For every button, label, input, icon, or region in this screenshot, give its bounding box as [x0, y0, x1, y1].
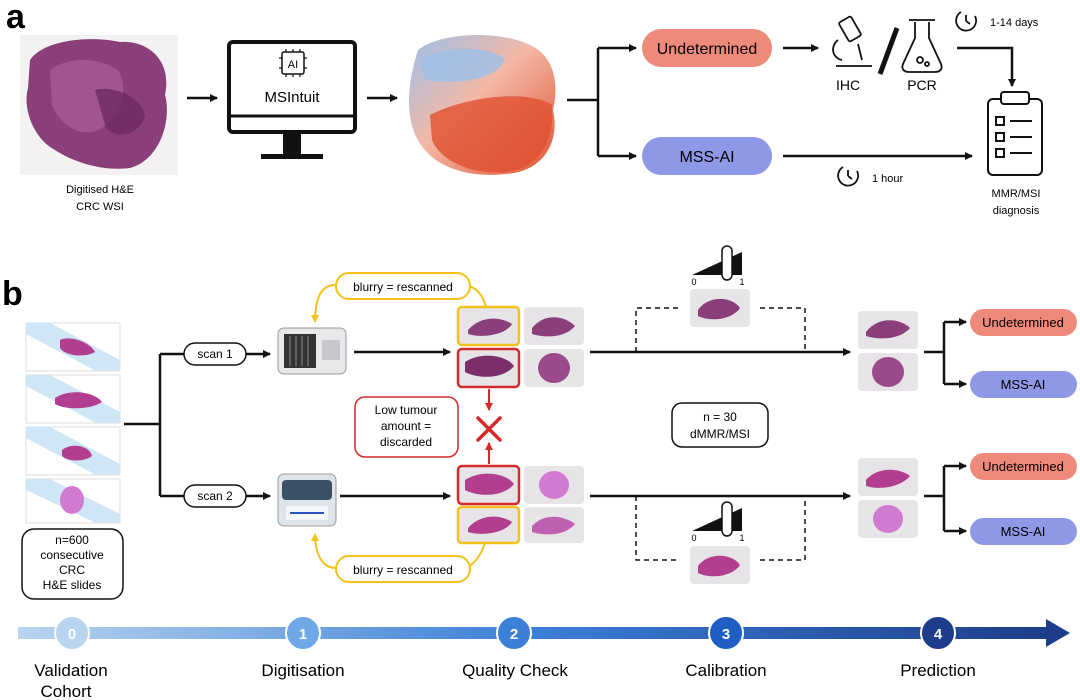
qc-slides-top — [456, 305, 584, 389]
scan1-label: scan 1 — [197, 347, 233, 361]
input-caption-line1: Digitised H&E — [66, 184, 134, 196]
discard-x-icon — [476, 416, 502, 442]
discard-note-line1: Low tumour — [375, 403, 438, 417]
cohort-slide-stack — [25, 322, 121, 524]
diagnosis-line2: diagnosis — [993, 205, 1040, 217]
scan2-pill — [183, 484, 247, 508]
ai-chip-icon — [279, 49, 307, 77]
n30-line2: dMMR/MSI — [690, 427, 750, 441]
clipboard-icon — [987, 91, 1043, 176]
panel-a-letter: a — [6, 0, 26, 36]
timeline-step-2: 2 — [496, 615, 532, 651]
ai-chip-label: AI — [288, 59, 298, 71]
undetermined-pill-a — [642, 29, 772, 67]
model-name: MSIntuit — [264, 89, 320, 106]
timeline-arrowhead — [1046, 619, 1070, 647]
rescan-box-bottom — [335, 555, 471, 583]
mss-pill-b1 — [970, 371, 1077, 398]
timeline-step-4: 4 — [920, 615, 956, 651]
fast-time-label: 1 hour — [872, 173, 904, 185]
threshold-min-bottom: 0 — [691, 533, 696, 543]
step-0-label-line2: Cohort — [40, 682, 91, 700]
scanner-2-image — [277, 473, 337, 527]
input-caption-line2: CRC WSI — [76, 201, 124, 213]
threshold-max-bottom: 1 — [739, 533, 744, 543]
prediction-slides-bottom — [858, 458, 918, 538]
cohort-line4: H&E slides — [43, 578, 102, 592]
arrow-tests-to-diagnosis — [957, 46, 1016, 87]
step-2-label: Quality Check — [462, 661, 568, 680]
step-0-number: 0 — [68, 626, 76, 643]
discard-note-box — [354, 396, 459, 458]
flask-icon — [901, 19, 943, 73]
timeline-step-0: 0 — [54, 615, 90, 651]
scan1-pill — [183, 342, 247, 366]
ihc-label: IHC — [836, 77, 860, 93]
microscope-icon — [832, 15, 872, 67]
step-4-label: Prediction — [900, 661, 976, 680]
cohort-box — [21, 528, 124, 600]
timeline-step-1: 1 — [285, 615, 321, 651]
step-1-label: Digitisation — [261, 661, 344, 680]
mss-label-a: MSS-AI — [679, 149, 734, 166]
cohort-line2: consecutive — [40, 548, 104, 562]
calibration-slide-bottom — [690, 546, 750, 584]
timeline-step-3: 3 — [708, 615, 744, 651]
step-0-label: Validation — [34, 661, 107, 680]
qc-slides-bottom — [456, 464, 584, 545]
threshold-slider-top — [692, 245, 742, 281]
undetermined-pill-b2 — [970, 453, 1077, 480]
threshold-max-top: 1 — [739, 277, 744, 287]
wsi-image — [20, 35, 178, 175]
calibration-loop-bottom — [635, 496, 806, 561]
calibration-slide-top — [690, 289, 750, 327]
cohort-split-connector — [124, 350, 271, 500]
rescan-label-bottom: blurry = rescanned — [353, 563, 453, 577]
prediction-branch-top — [924, 318, 967, 388]
step-1-number: 1 — [299, 626, 307, 643]
discard-note-line2: amount = — [381, 419, 431, 433]
n30-line1: n = 30 — [703, 410, 737, 424]
mss-pill-a — [642, 137, 772, 175]
discard-note-line3: discarded — [380, 435, 432, 449]
calibration-loop-top — [635, 307, 806, 352]
n30-box — [671, 402, 769, 448]
monitor-icon — [227, 40, 357, 159]
rescan-box-top — [335, 272, 471, 300]
heatmap-image — [408, 34, 556, 175]
mss-label-b2: MSS-AI — [1001, 524, 1046, 539]
undetermined-label-b2: Undetermined — [982, 459, 1064, 474]
cohort-line1: n=600 — [55, 533, 89, 547]
cohort-line3: CRC — [59, 563, 85, 577]
undetermined-label-b1: Undetermined — [982, 315, 1064, 330]
prediction-slides-top — [858, 311, 918, 391]
clock-icon-fast — [837, 166, 860, 187]
branch-connector-a — [567, 44, 637, 160]
step-2-number: 2 — [510, 626, 518, 643]
step-3-label: Calibration — [685, 661, 766, 680]
step-4-number: 4 — [934, 626, 943, 643]
clock-icon-slow — [955, 11, 978, 32]
scan2-label: scan 2 — [197, 489, 233, 503]
scanner-1-image — [277, 327, 347, 375]
mss-pill-b2 — [970, 518, 1077, 545]
rescan-label-top: blurry = rescanned — [353, 280, 453, 294]
pcr-label: PCR — [907, 77, 937, 93]
step-3-number: 3 — [722, 626, 730, 643]
threshold-min-top: 0 — [691, 277, 696, 287]
undetermined-pill-b1 — [970, 309, 1077, 336]
panel-b-letter: b — [2, 275, 23, 313]
mss-label-b1: MSS-AI — [1001, 377, 1046, 392]
threshold-slider-bottom — [692, 501, 742, 537]
undetermined-label-a: Undetermined — [657, 41, 758, 58]
timeline-bar — [18, 627, 1048, 639]
diagnosis-line1: MMR/MSI — [992, 188, 1041, 200]
slash-divider — [877, 27, 900, 75]
prediction-branch-bottom — [924, 462, 967, 535]
slow-time-label: 1-14 days — [990, 17, 1039, 29]
